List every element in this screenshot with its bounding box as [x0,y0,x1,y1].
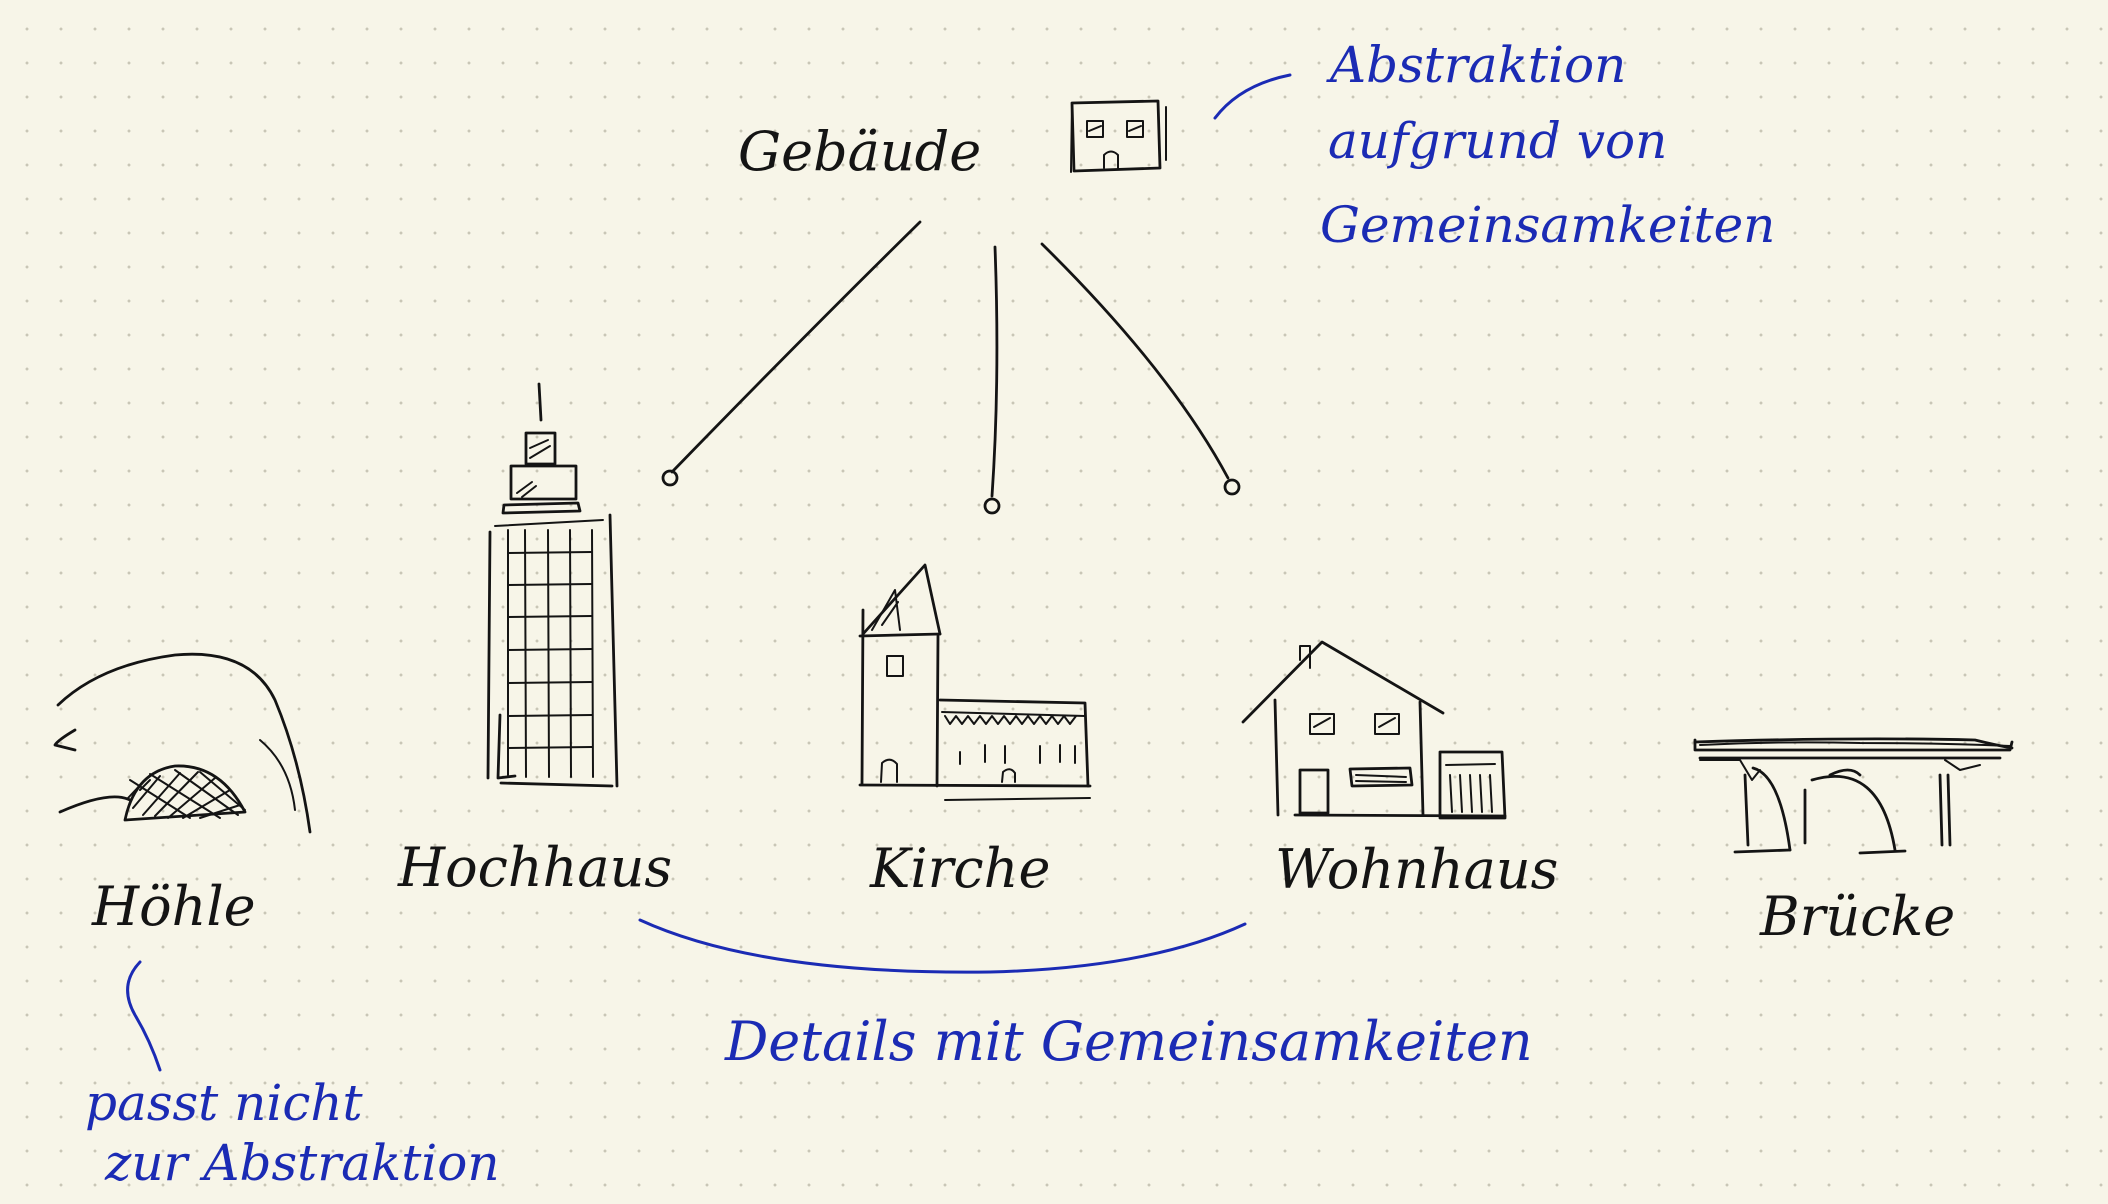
skyscraper-icon [486,382,619,788]
details-annotation: Details mit Gemeinsamkeiten [638,918,1533,1073]
abstraction-note-line-2: aufgrund von [1328,112,1667,170]
church-icon [858,563,1092,801]
building-window-icon [1070,99,1167,173]
details-note: Details mit Gemeinsamkeiten [724,1010,1533,1073]
svg-text:passt nicht zur Abstrakt: passt nicht zur Abstraktion [85,1074,500,1192]
label-wohnhaus: Wohnhaus [1275,838,1558,901]
abstraction-note-line-1: Abstraktion [1326,36,1626,94]
abstraction-pointer [1213,73,1292,120]
cave-note-line-1: passt nicht [85,1074,364,1132]
svg-text:Abstraktion aufgrund von: Abstraktion aufgrund von Gemeinsamkeiten [1320,36,1775,254]
connector-end-kirche [983,497,1001,515]
label-kirche: Kirche [869,837,1050,900]
abstraction-note-line-3: Gemeinsamkeiten [1320,196,1775,254]
cave-annotation: passt nicht zur Abstraktion [85,960,500,1192]
label-bruecke: Brücke [1759,885,1955,948]
connector-wohnhaus [1040,242,1230,480]
connector-end-wohnhaus [1223,478,1241,496]
root-node: Gebäude [738,99,1167,183]
connector-kirche [990,245,999,498]
details-arc [638,918,1247,974]
connector-hochhaus [670,220,922,474]
abstraction-annotation: Abstraktion aufgrund von Gemeinsamkeiten [1213,36,1775,254]
hierarchy-connectors [661,220,1241,515]
house-icon [1241,640,1507,820]
bridge-icon [1693,737,2014,855]
label-hochhaus: Hochhaus [397,836,672,899]
cave-note-line-2: zur Abstraktion [104,1134,500,1192]
connector-end-hochhaus [661,469,679,487]
cave-pointer [126,960,162,1072]
cave-icon [53,652,312,834]
label-hoehle: Höhle [91,875,256,938]
root-label: Gebäude [738,120,981,183]
